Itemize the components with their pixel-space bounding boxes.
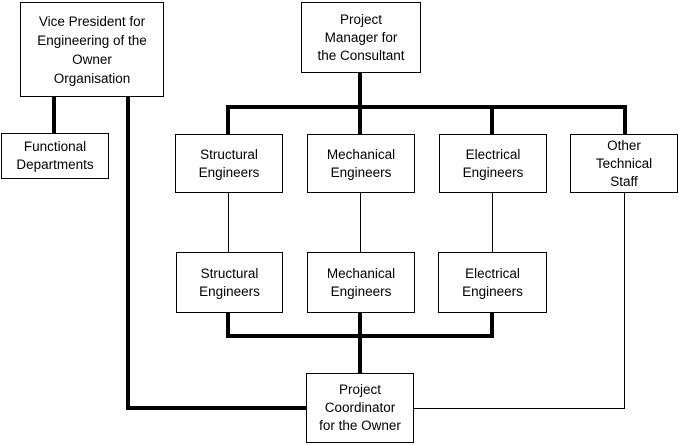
node-electrical-engineers-row1: Electrical Engineers xyxy=(439,134,547,193)
node-other-technical-staff: Other Technical Staff xyxy=(570,134,678,193)
node-structural-engineers-row2: Structural Engineers xyxy=(176,252,283,313)
node-mechanical-engineers-row1: Mechanical Engineers xyxy=(307,134,415,193)
node-vice-president: Vice President for Engineering of the Ow… xyxy=(20,2,164,97)
edge-vp-pc-vertical xyxy=(126,97,130,410)
node-functional-departments: Functional Departments xyxy=(1,133,109,179)
node-functional-departments-label: Functional Departments xyxy=(16,139,94,172)
node-other-technical-staff-label: Other Technical Staff xyxy=(595,137,653,189)
edge-r1-r2-mechanical xyxy=(360,193,361,252)
node-electrical-engineers-row2: Electrical Engineers xyxy=(438,252,547,313)
edge-r1-r2-structural xyxy=(228,193,229,252)
node-mechanical-engineers-row2-label: Mechanical Engineers xyxy=(326,265,396,299)
node-project-coordinator: Project Coordinator for the Owner xyxy=(306,373,414,443)
edge-mechanical2-to-pc xyxy=(358,313,362,373)
edge-r1-r2-electrical xyxy=(492,193,493,252)
edge-structural2-drop xyxy=(226,313,230,338)
edge-bus-to-electrical xyxy=(490,105,494,134)
node-structural-engineers-row1: Structural Engineers xyxy=(175,134,283,193)
edge-other-pc-horizontal xyxy=(414,408,625,409)
edge-bus-to-other xyxy=(623,105,627,134)
node-electrical-engineers-row1-label: Electrical Engineers xyxy=(462,146,524,180)
edge-bus-top xyxy=(226,105,627,109)
node-project-coordinator-label: Project Coordinator for the Owner xyxy=(319,382,401,433)
edge-bus-to-structural xyxy=(226,105,230,134)
edge-vp-pc-horizontal xyxy=(126,406,306,410)
node-structural-engineers-row1-label: Structural Engineers xyxy=(198,146,260,180)
edge-electrical2-drop xyxy=(490,313,494,338)
node-project-manager-label: Project Manager for the Consultant xyxy=(317,11,405,63)
edge-vp-functional xyxy=(52,97,56,133)
node-mechanical-engineers-row1-label: Mechanical Engineers xyxy=(326,146,396,180)
node-electrical-engineers-row2-label: Electrical Engineers xyxy=(462,265,523,299)
node-mechanical-engineers-row2: Mechanical Engineers xyxy=(307,252,415,313)
node-structural-engineers-row2-label: Structural Engineers xyxy=(199,265,260,299)
edge-pm-drop xyxy=(358,73,362,134)
node-vice-president-label: Vice President for Engineering of the Ow… xyxy=(37,13,147,86)
node-project-manager: Project Manager for the Consultant xyxy=(301,2,421,73)
edge-other-pc-vertical xyxy=(624,193,625,409)
